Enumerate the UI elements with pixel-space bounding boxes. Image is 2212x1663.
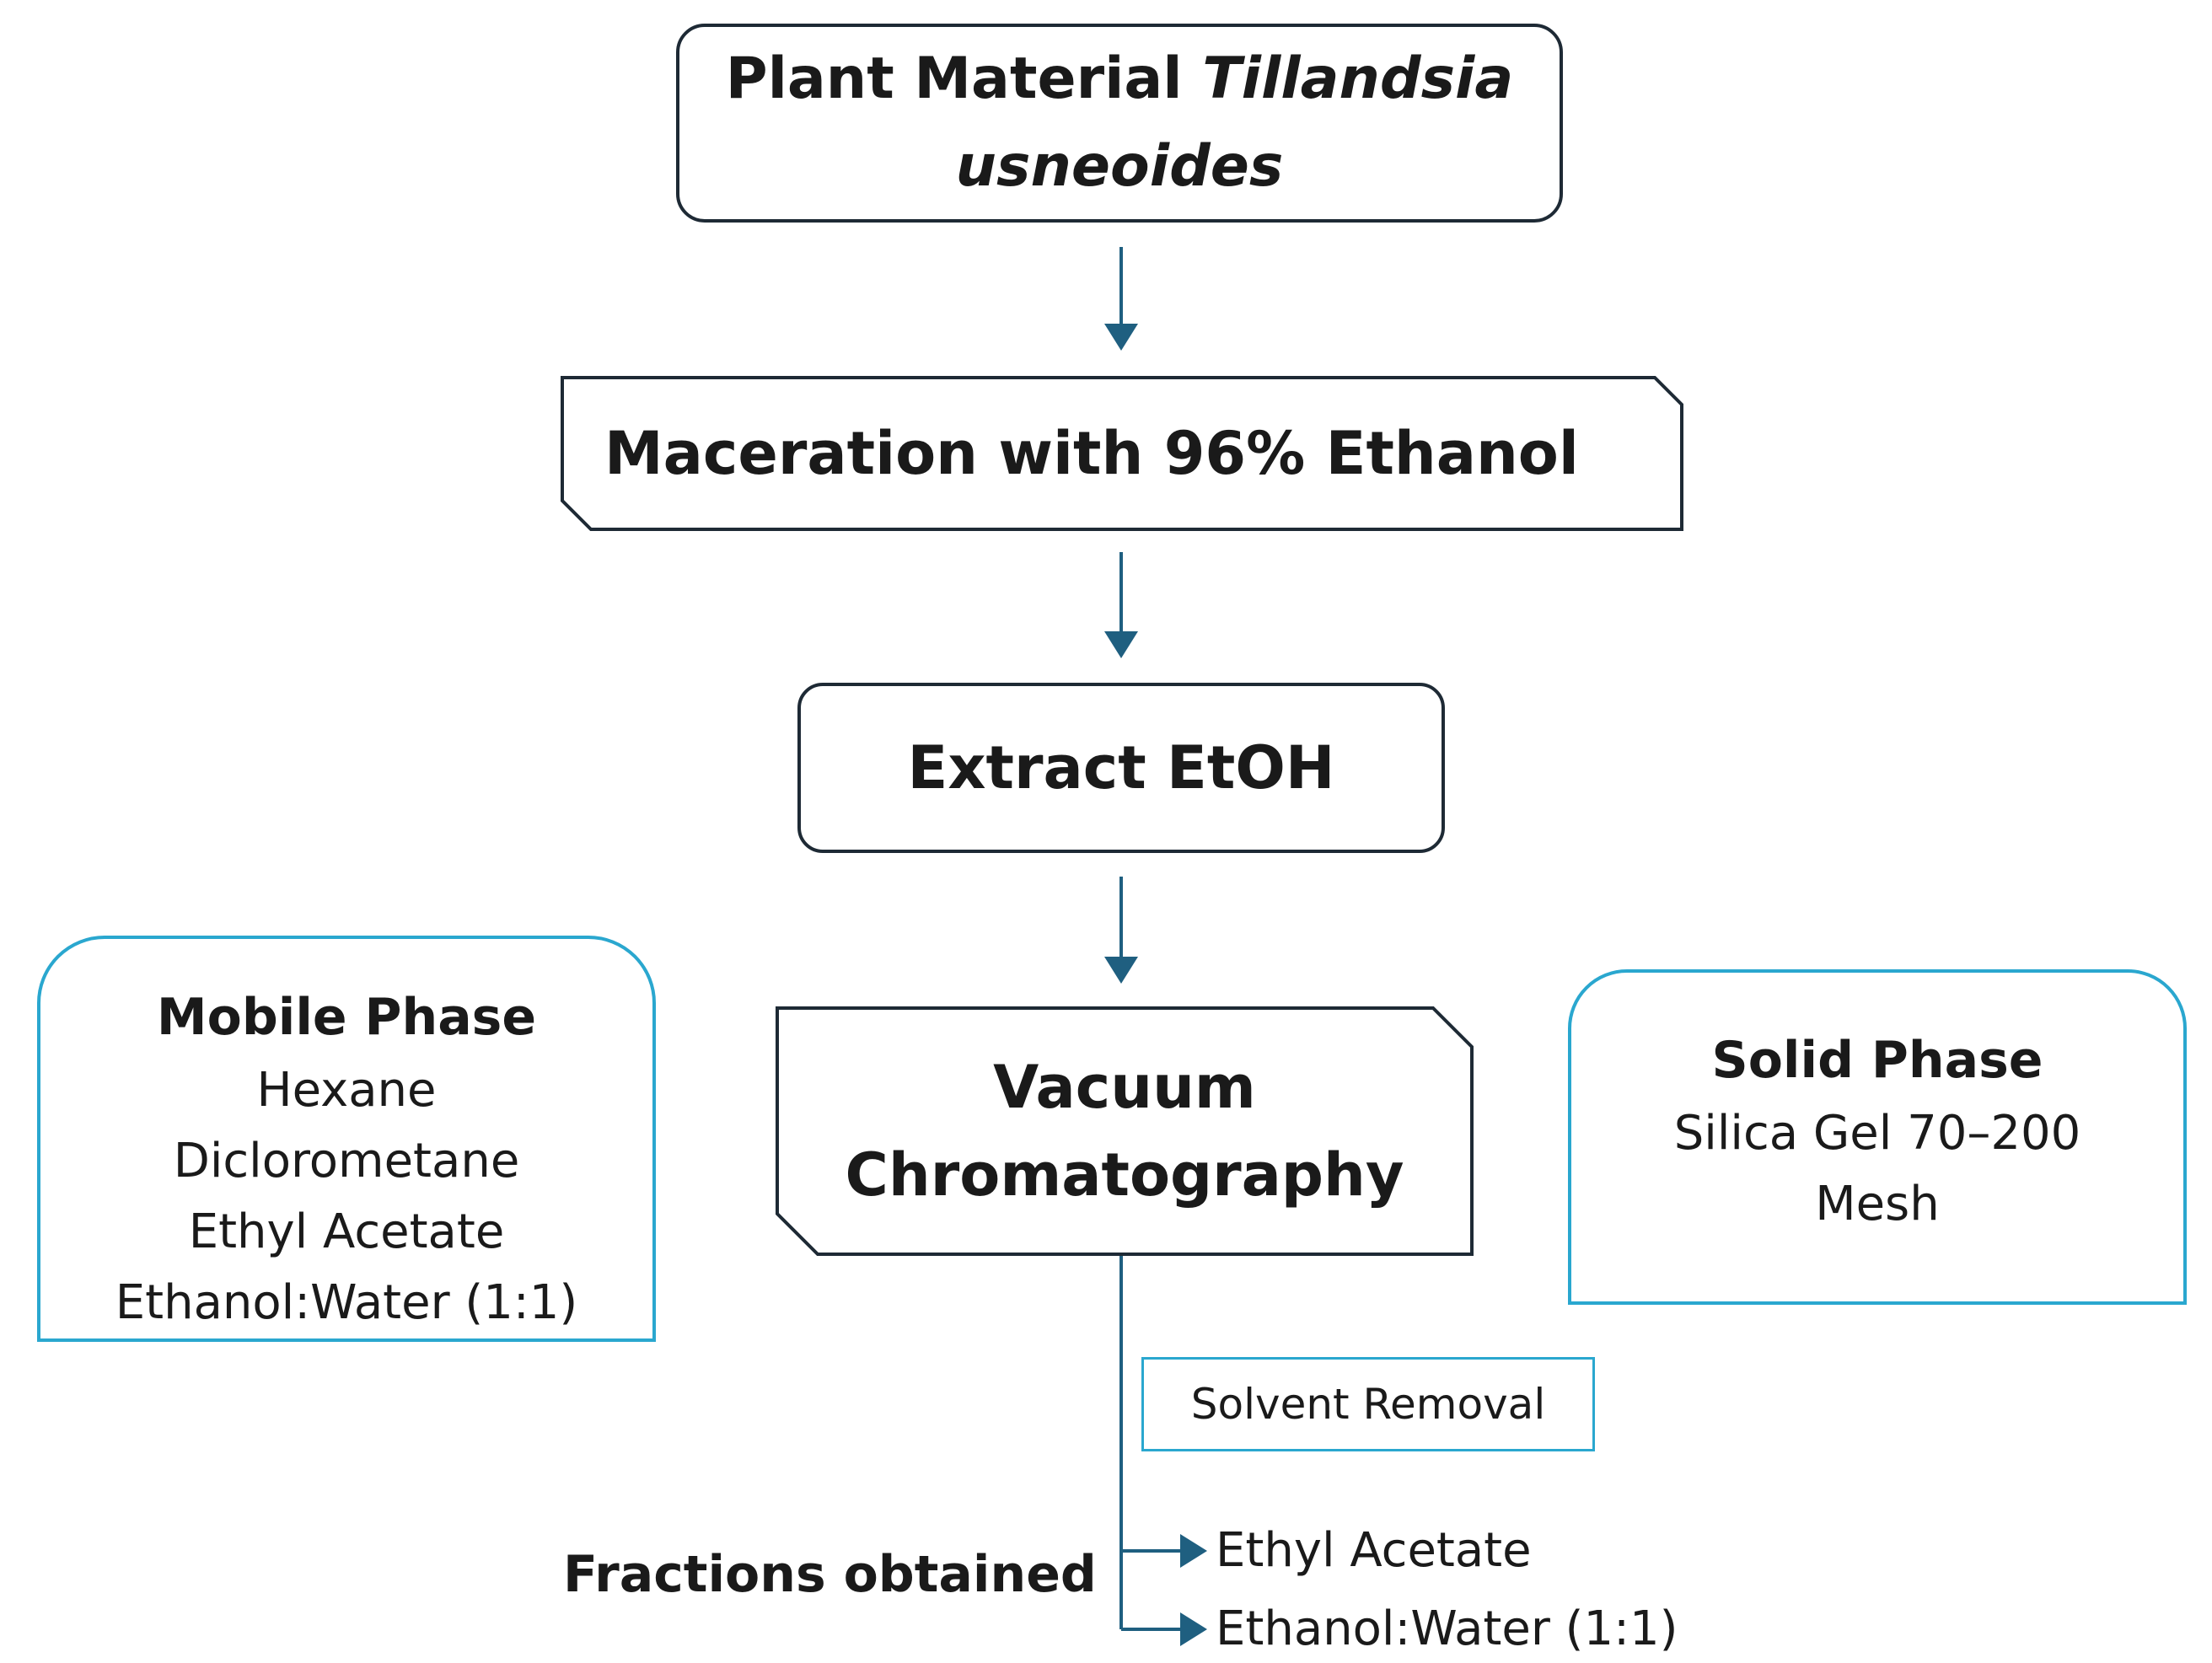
solid-phase-line-2: Mesh (1815, 1177, 1940, 1231)
fraction-item: Ethyl Acetate (1216, 1523, 1532, 1578)
fraction-item: Ethanol:Water (1:1) (1216, 1601, 1678, 1656)
mobile-phase-item: Diclorometane (173, 1134, 520, 1188)
extract-box: Extract EtOH (797, 683, 1445, 853)
maceration-box: Maceration with 96% Ethanol (561, 376, 1683, 531)
maceration-label: Maceration with 96% Ethanol (604, 419, 1579, 488)
solid-phase-title: Solid Phase (1711, 1031, 2043, 1090)
extract-label: Extract EtOH (907, 733, 1335, 802)
solvent-removal-box: Solvent Removal (1141, 1357, 1595, 1451)
solvent-removal-label: Solvent Removal (1190, 1380, 1546, 1429)
plant-material-text: Plant Material Tillandsia usneoides (679, 35, 1560, 211)
vacuum-line-1: Vacuum (993, 1053, 1256, 1122)
vacuum-chromatography-box: Vacuum Chromatography (776, 1006, 1474, 1256)
mobile-phase-item: Hexane (256, 1063, 437, 1118)
maceration-box-shape (561, 376, 1683, 531)
mobile-phase-title: Mobile Phase (156, 988, 537, 1047)
mobile-phase-item: Ethyl Acetate (188, 1204, 505, 1259)
vacuum-line-2: Chromatography (845, 1140, 1404, 1210)
solid-phase-box: Solid Phase Silica Gel 70–200 Mesh (1568, 969, 2187, 1305)
plant-material-label: Plant Material (725, 46, 1203, 112)
plant-material-box: Plant Material Tillandsia usneoides (676, 24, 1563, 223)
vacuum-box-shape (776, 1006, 1474, 1256)
fractions-label: Fractions obtained (563, 1545, 1097, 1604)
mobile-phase-item: Ethanol:Water (1:1) (115, 1275, 578, 1330)
mobile-phase-box: Mobile Phase Hexane Diclorometane Ethyl … (37, 936, 656, 1342)
plant-species-name: Tillandsia usneoides (955, 46, 1514, 200)
solid-phase-line-1: Silica Gel 70–200 (1673, 1106, 2081, 1161)
